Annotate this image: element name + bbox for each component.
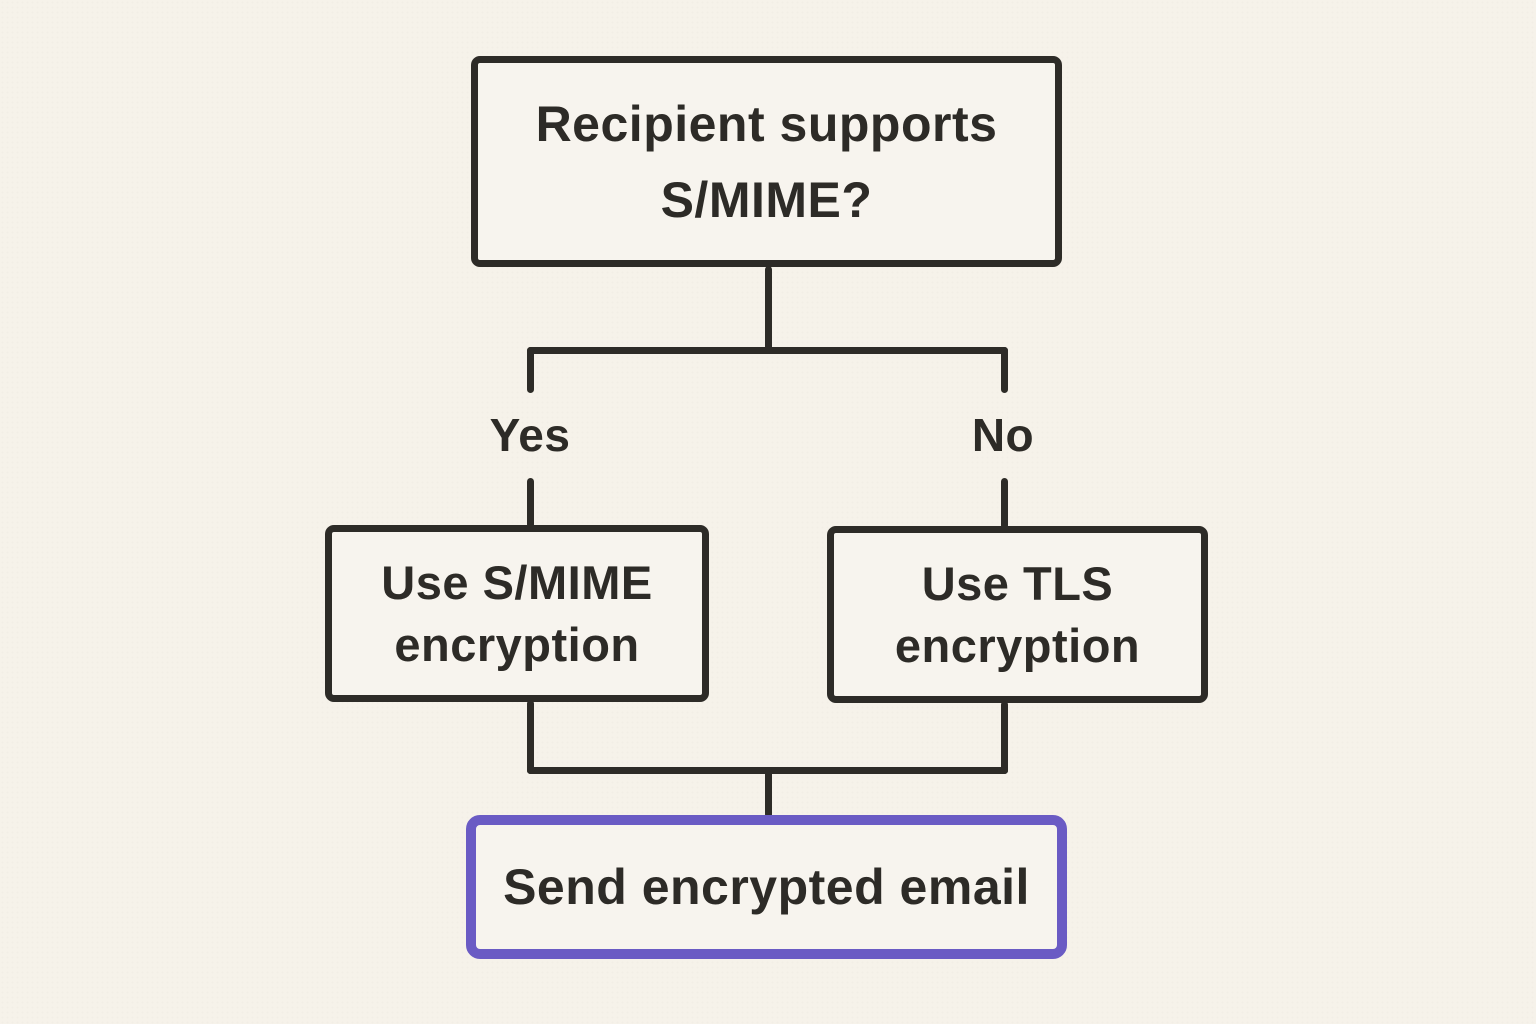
connector-yes-stub-top: [527, 347, 534, 393]
connector-tls-down: [1001, 701, 1008, 774]
tls-line-2: encryption: [894, 618, 1141, 672]
connector-branch-horizontal: [527, 347, 1008, 354]
branch-label-yes: Yes: [489, 409, 571, 461]
connector-smime-down: [527, 700, 534, 774]
send-label: Send encrypted email: [503, 859, 1030, 915]
connector-send-down: [765, 767, 772, 818]
question-line-1: Recipient supports: [535, 95, 998, 152]
smime-line-2: encryption: [394, 617, 640, 671]
node-question: Recipient supports S/MIME?: [471, 56, 1062, 267]
connector-no-stub-bottom: [1001, 478, 1008, 529]
connector-yes-stub-bottom: [527, 478, 534, 528]
connector-no-stub-top: [1001, 347, 1008, 393]
tls-line-1: Use TLS: [921, 556, 1114, 610]
question-line-2: S/MIME?: [660, 171, 873, 228]
branch-label-no: No: [971, 409, 1035, 461]
smime-line-1: Use S/MIME: [381, 555, 653, 609]
connector-question-down: [765, 266, 772, 351]
node-use-smime: Use S/MIME encryption: [325, 525, 709, 702]
node-send-encrypted-email: Send encrypted email: [466, 815, 1067, 959]
node-use-tls: Use TLS encryption: [827, 526, 1208, 703]
